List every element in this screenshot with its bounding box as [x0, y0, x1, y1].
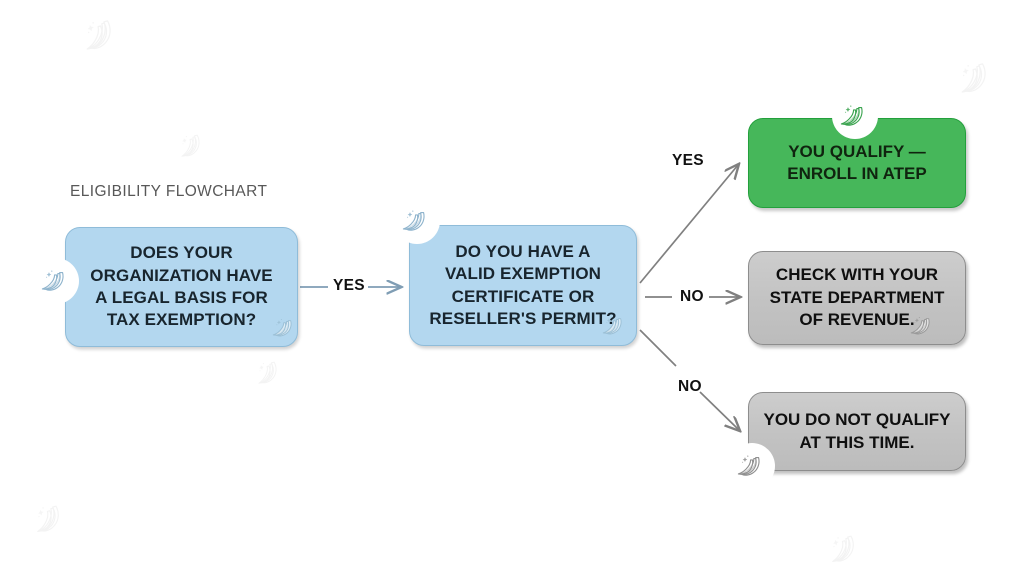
banana-sticker-icon	[394, 198, 440, 244]
banana-sticker-icon	[592, 303, 638, 349]
node-do-you-have-valid-exemption-certificate[interactable]: DO YOU HAVE A VALID EXEMPTION CERTIFICAT…	[409, 225, 637, 346]
diagram-title: ELIGIBILITY FLOWCHART	[70, 183, 268, 200]
banana-watermark-icon	[953, 53, 1002, 102]
banana-watermark-icon	[78, 10, 127, 59]
banana-watermark-icon	[824, 526, 868, 570]
banana-sticker-icon	[729, 443, 775, 489]
edge-q2-to-qualify	[639, 165, 738, 284]
banana-sticker-icon	[262, 305, 308, 351]
node-label: DOES YOUR ORGANIZATION HAVE A LEGAL BASI…	[90, 243, 273, 330]
node-does-your-organization-have-legal-basis[interactable]: DOES YOUR ORGANIZATION HAVE A LEGAL BASI…	[65, 227, 298, 347]
node-label: YOU QUALIFY — ENROLL IN ATEP	[787, 141, 927, 183]
node-you-do-not-qualify[interactable]: YOU DO NOT QUALIFY AT THIS TIME.	[748, 392, 966, 471]
banana-watermark-icon	[252, 354, 289, 391]
edge-label-yes-q1-q2: YES	[333, 277, 365, 294]
node-label: CHECK WITH YOUR STATE DEPARTMENT OF REVE…	[769, 265, 945, 330]
banana-watermark-icon	[29, 496, 73, 540]
banana-sticker-icon	[900, 303, 946, 349]
node-check-with-your-state-department[interactable]: CHECK WITH YOUR STATE DEPARTMENT OF REVE…	[748, 251, 966, 345]
edge-label-yes-q2-qualify: YES	[672, 152, 704, 169]
banana-watermark-icon	[175, 127, 212, 164]
edge-label-no-q2-not-qualify: NO	[678, 378, 702, 395]
banana-sticker-icon	[832, 93, 878, 139]
banana-sticker-icon	[33, 258, 79, 304]
node-label: YOU DO NOT QUALIFY AT THIS TIME.	[763, 410, 951, 452]
node-label: DO YOU HAVE A VALID EXEMPTION CERTIFICAT…	[429, 241, 617, 328]
edge-label-no-q2-check-state: NO	[680, 288, 704, 305]
